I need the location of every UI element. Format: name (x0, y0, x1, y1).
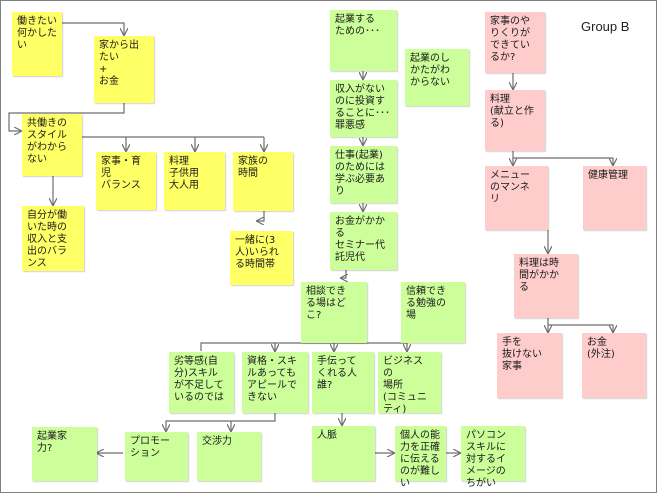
note-cooking-menu[interactable]: 料理 (献立と作 る) (485, 90, 545, 151)
note-want-to-work[interactable]: 働きたい 何かした い (12, 12, 62, 76)
connector-y6-y8 (257, 211, 265, 221)
connector-p5-branch (547, 318, 613, 332)
note-business-community[interactable]: ビジネス の 場所 (コミュニ ティ) (378, 352, 441, 415)
note-to-start-business[interactable]: 起業する ための･･･ (330, 10, 397, 71)
connector-g5-g6 (341, 270, 346, 278)
note-promotion[interactable]: プロモー ション (125, 432, 188, 481)
note-leave-home-money[interactable]: 家から出 たい + お金 (94, 36, 154, 103)
connector-p2-branch (512, 151, 613, 165)
note-need-to-learn[interactable]: 仕事(起業) のためには 学ぶ必要あ り (330, 146, 397, 203)
note-inferiority-skills[interactable]: 劣等感(自 分)スキル が不足して いるのでは (169, 352, 234, 413)
note-trusted-learning-place[interactable]: 信頼でき る勉強の 場 (401, 282, 465, 343)
note-health-management[interactable]: 健康管理 (583, 166, 646, 230)
note-family-time[interactable]: 家族の 時間 (233, 152, 293, 211)
note-where-to-consult[interactable]: 相談でき る場はど こ? (301, 282, 367, 343)
note-entrepreneur-power[interactable]: 起業家 力? (32, 427, 97, 481)
connector-y1-y2 (62, 22, 124, 35)
note-menu-rut[interactable]: メニュー のマンネ リ (485, 166, 548, 230)
note-who-helps[interactable]: 手伝って くれる人 誰? (312, 352, 374, 413)
note-costs-seminar-childcare[interactable]: お金がかか る セミナー代 託児代 (330, 212, 397, 270)
note-cooking-kids-adults[interactable]: 料理 子供用 大人用 (164, 152, 225, 210)
note-income-expense-balance[interactable]: 自分が働 いた時の 収入と支 出のバラ ンス (22, 206, 84, 271)
note-cannot-skip-housework[interactable]: 手を 抜けない 家事 (497, 333, 562, 398)
note-money-outsourcing[interactable]: お金 (外注) (582, 333, 646, 398)
note-time-together[interactable]: 一緒に(3 人)いられ る時間帯 (230, 231, 293, 285)
note-hard-to-convey-ability[interactable]: 個人の能 力を正確 に伝える のが難し い (395, 426, 446, 489)
note-housework-childcare-balance[interactable]: 家事・育 児 バランス (96, 152, 156, 210)
connector-y2-y3 (8, 103, 125, 131)
note-negotiation[interactable]: 交渉力 (197, 432, 261, 481)
note-dual-income-style[interactable]: 共働きの スタイル がわから ない (22, 114, 82, 176)
connector-g6-branch (200, 342, 334, 351)
group-label: Group B (581, 19, 630, 34)
connector-g9-branch (166, 413, 276, 431)
connector-g6-g11 (334, 342, 407, 351)
note-cooking-takes-time[interactable]: 料理は時 間がかか る (514, 254, 578, 318)
note-cannot-appeal[interactable]: 資格・スキ ルあっても アピールで きない (242, 352, 308, 413)
note-pc-skill-gap[interactable]: パソコン スキルに 対するイ メージの ちがい (461, 426, 525, 489)
note-investment-guilt[interactable]: 収入がない のに投資す ることに･･･ 罪悪感 (330, 80, 397, 137)
note-managing-housework[interactable]: 家事のや りくりが できてい るか? (485, 12, 545, 73)
note-network[interactable]: 人脈 (312, 426, 375, 481)
note-how-to-start-business[interactable]: 起業のし かたがわ からない (405, 49, 469, 106)
